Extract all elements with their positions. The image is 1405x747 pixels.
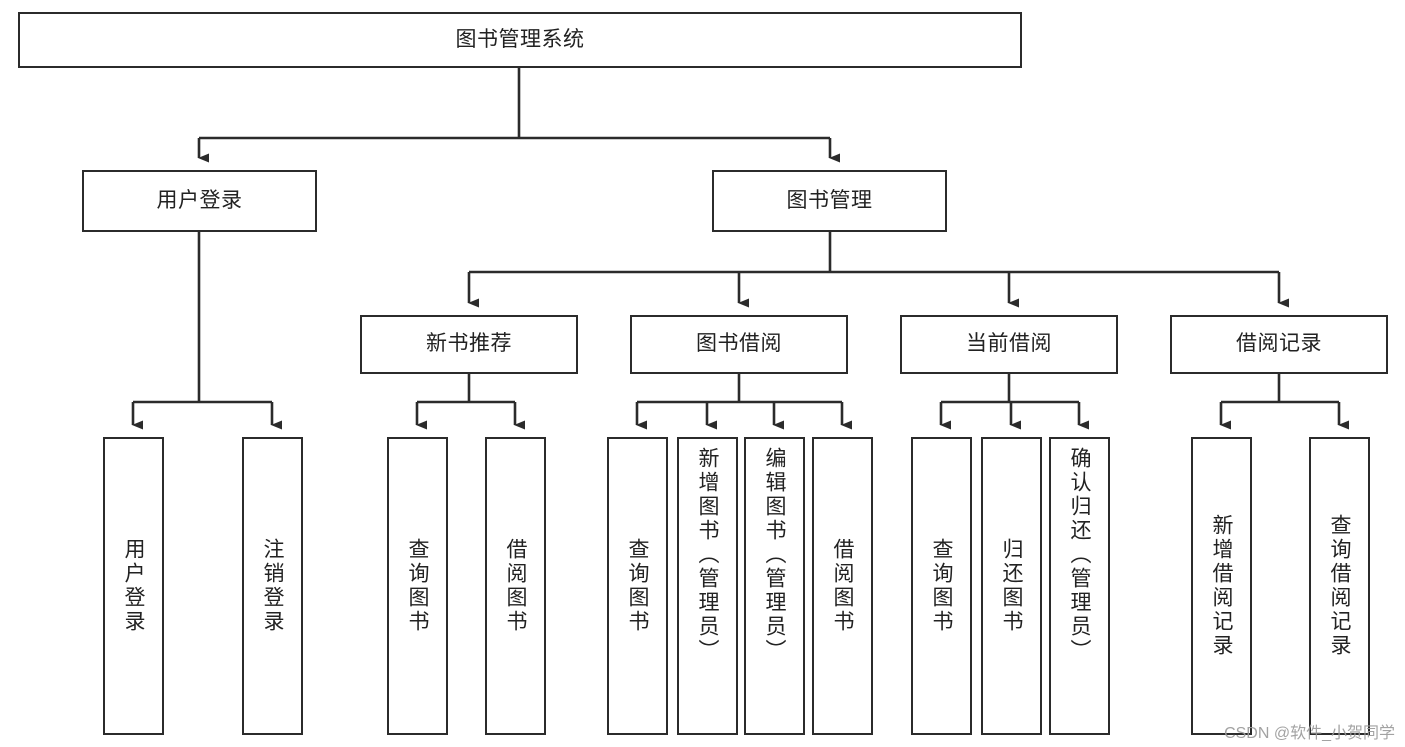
leaf-current-query-book[interactable]: 查询图书 (911, 437, 972, 735)
node-label: 借阅图书 (504, 538, 527, 634)
node-label: 新增图书（管理员） (696, 447, 719, 663)
node-label: 注销登录 (261, 538, 284, 634)
node-label: 借阅图书 (831, 538, 854, 634)
node-label: 查询图书 (930, 538, 953, 634)
leaf-query-borrow-record[interactable]: 查询借阅记录 (1309, 437, 1370, 735)
leaf-user-login[interactable]: 用户登录 (103, 437, 164, 735)
edges-book-borrow-to-leaves (635, 374, 852, 430)
leaf-edit-book-admin[interactable]: 编辑图书（管理员） (744, 437, 805, 735)
node-label: 查询借阅记录 (1328, 514, 1351, 658)
node-label: 查询图书 (406, 538, 429, 634)
node-label: 用户登录 (122, 538, 145, 634)
leaf-new-book-borrow-book[interactable]: 借阅图书 (485, 437, 546, 735)
edges-borrow-record-to-leaves (1219, 374, 1349, 430)
edges-current-borrow-to-leaves (939, 374, 1089, 430)
node-root-library-system[interactable]: 图书管理系统 (18, 12, 1022, 68)
node-new-book-recommend[interactable]: 新书推荐 (360, 315, 578, 374)
node-label: 当前借阅 (966, 332, 1052, 356)
edges-new-book-to-leaves (415, 374, 525, 430)
node-label: 确认归还（管理员） (1068, 447, 1091, 663)
edges-book-mgmt-to-level2 (467, 232, 1289, 308)
node-label: 图书管理 (786, 188, 873, 212)
leaf-add-book-admin[interactable]: 新增图书（管理员） (677, 437, 738, 735)
node-label: 新书推荐 (426, 332, 512, 356)
node-book-borrow[interactable]: 图书借阅 (630, 315, 848, 374)
leaf-logout[interactable]: 注销登录 (242, 437, 303, 735)
node-label: 用户登录 (156, 188, 243, 212)
leaf-borrow-query-book[interactable]: 查询图书 (607, 437, 668, 735)
node-label: 编辑图书（管理员） (763, 447, 786, 663)
node-label: 图书借阅 (696, 332, 782, 356)
leaf-add-borrow-record[interactable]: 新增借阅记录 (1191, 437, 1252, 735)
edges-root-to-level1 (197, 68, 840, 163)
node-label: 归还图书 (1000, 538, 1023, 634)
node-user-login[interactable]: 用户登录 (82, 170, 317, 232)
node-label: 查询图书 (626, 538, 649, 634)
node-borrow-record[interactable]: 借阅记录 (1170, 315, 1388, 374)
edges-user-login-to-leaves (131, 232, 282, 430)
leaf-confirm-return-admin[interactable]: 确认归还（管理员） (1049, 437, 1110, 735)
leaf-return-book[interactable]: 归还图书 (981, 437, 1042, 735)
leaf-new-book-query-book[interactable]: 查询图书 (387, 437, 448, 735)
node-label: 借阅记录 (1236, 332, 1322, 356)
node-current-borrow[interactable]: 当前借阅 (900, 315, 1118, 374)
leaf-borrow-book[interactable]: 借阅图书 (812, 437, 873, 735)
node-label: 新增借阅记录 (1210, 514, 1233, 658)
node-book-management[interactable]: 图书管理 (712, 170, 947, 232)
node-label: 图书管理系统 (455, 27, 585, 51)
